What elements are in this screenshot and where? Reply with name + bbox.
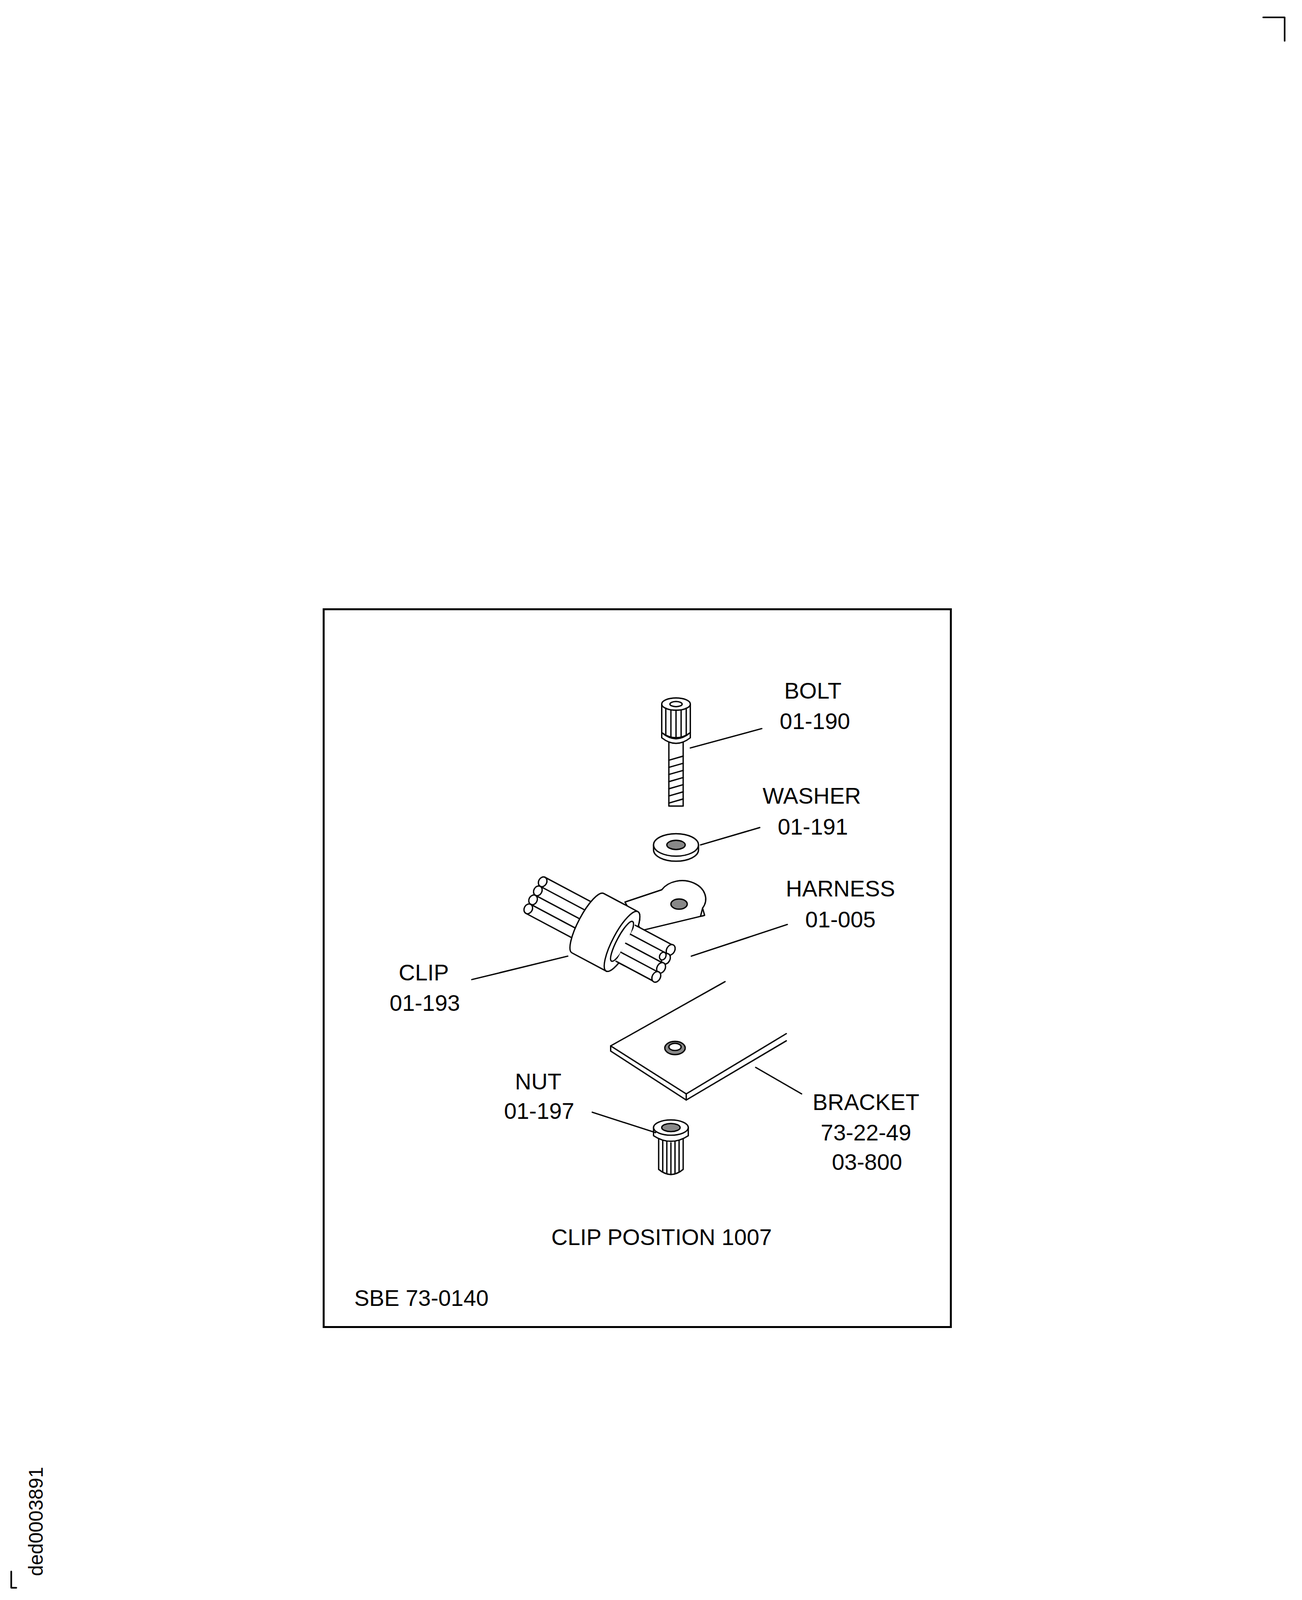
washer-figure xyxy=(653,833,699,862)
clip-figure xyxy=(516,863,706,996)
figure-caption: CLIP POSITION 1007 xyxy=(551,1226,772,1249)
callout-number: 01-191 xyxy=(777,815,848,839)
part-name: BOLT xyxy=(784,679,842,703)
part-name: BRACKET xyxy=(812,1091,920,1114)
bracket-figure xyxy=(610,981,787,1101)
part-name: WASHER xyxy=(762,784,861,808)
document-id: ded0003891 xyxy=(26,1467,46,1577)
callout-number: 01-193 xyxy=(389,992,460,1015)
callout-number: 03-800 xyxy=(831,1151,903,1174)
part-name: CLIP xyxy=(398,961,449,985)
nut-figure xyxy=(653,1120,689,1175)
bolt-figure xyxy=(661,698,691,807)
callout-number: 01-190 xyxy=(779,710,851,733)
part-name: NUT xyxy=(514,1070,562,1094)
callout-number: 01-005 xyxy=(805,908,876,932)
callout-number: 73-22-49 xyxy=(820,1121,912,1145)
callout-number: 01-197 xyxy=(503,1100,575,1123)
part-name: HARNESS xyxy=(785,877,895,901)
leader-lines xyxy=(471,728,803,1134)
reference-code: SBE 73-0140 xyxy=(354,1287,489,1310)
